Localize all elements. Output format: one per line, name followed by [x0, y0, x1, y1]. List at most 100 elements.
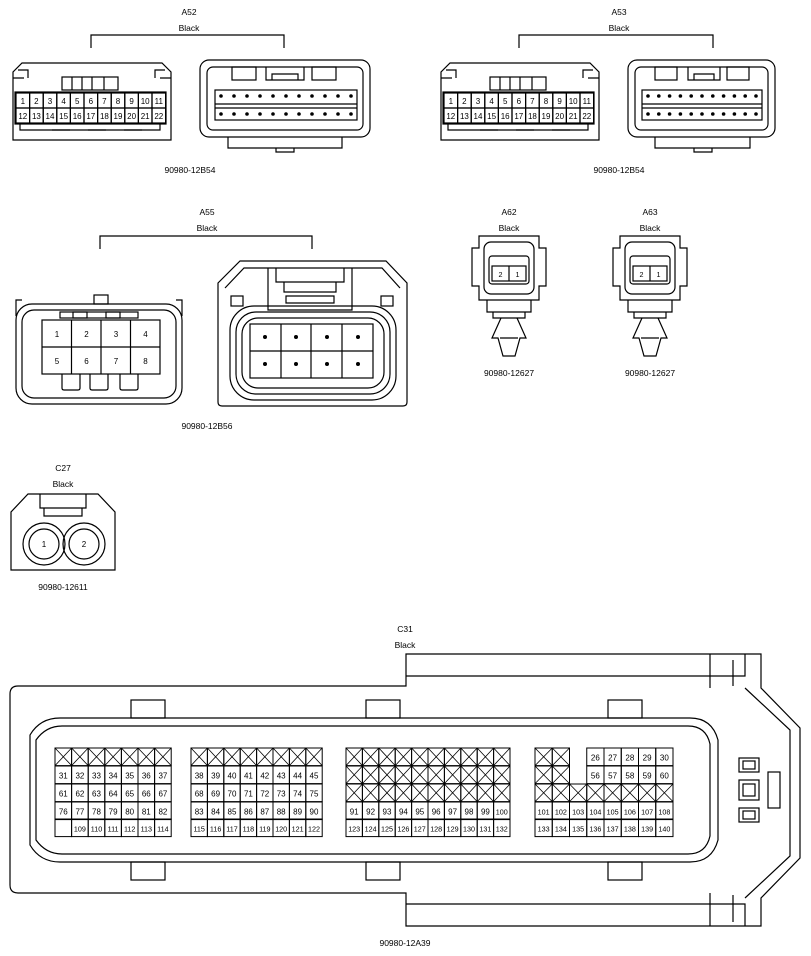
c31-pin-137: 137: [607, 824, 619, 833]
c31-pin-113: 113: [141, 824, 152, 833]
a55-id-label: A55: [199, 207, 214, 217]
a53-pin-14: 14: [474, 112, 483, 121]
a53-pin-7: 7: [530, 97, 535, 106]
a63-id-label: A63: [642, 207, 657, 217]
a55-pin-8: 8: [143, 357, 148, 366]
a53-pin-4: 4: [489, 97, 494, 106]
c31-pin-78: 78: [92, 807, 101, 816]
c31-pin-91: 91: [350, 807, 359, 816]
c31-pin-129: 129: [447, 824, 459, 833]
a52-pin-5: 5: [75, 97, 80, 106]
a53-color-label: Black: [609, 23, 631, 33]
a52-id-label: A52: [181, 7, 196, 17]
a52-pin-12: 12: [18, 112, 27, 121]
connector-a63: A63 Black 2 1 90980-12627: [612, 207, 688, 378]
a53-pin-11: 11: [583, 97, 592, 106]
c31-pin-138: 138: [624, 824, 636, 833]
c31-pin-132: 132: [496, 824, 508, 833]
a53-pin-10: 10: [569, 97, 578, 106]
a53-pin-16: 16: [501, 112, 510, 121]
a52-pin-4: 4: [61, 97, 66, 106]
c31-pin-73: 73: [277, 789, 286, 798]
c31-pin-61: 61: [59, 789, 68, 798]
a52-pin-2: 2: [34, 97, 39, 106]
c31-pin-92: 92: [366, 807, 375, 816]
c31-pin-86: 86: [244, 807, 253, 816]
c31-pin-120: 120: [275, 824, 287, 833]
c31-pin-79: 79: [109, 807, 118, 816]
c31-pin-105: 105: [607, 807, 619, 816]
c31-pin-112: 112: [124, 824, 135, 833]
c31-pin-118: 118: [243, 824, 254, 833]
c31-pin-26: 26: [591, 753, 600, 762]
c31-pin-119: 119: [259, 824, 270, 833]
a52-pin-6: 6: [89, 97, 94, 106]
a53-part-number: 90980-12B54: [593, 165, 644, 175]
c31-pin-116: 116: [210, 824, 221, 833]
a55-pin-5: 5: [55, 357, 60, 366]
c31-pin-37: 37: [158, 771, 167, 780]
a55-color-label: Black: [197, 223, 219, 233]
a53-pin-6: 6: [517, 97, 522, 106]
c31-pin-140: 140: [658, 824, 670, 833]
c31-pin-57: 57: [608, 771, 617, 780]
a52-bracket: [90, 34, 285, 48]
c31-pin-82: 82: [158, 807, 167, 816]
a53-pin-9: 9: [557, 97, 562, 106]
a52-pin-8: 8: [116, 97, 121, 106]
a55-bracket: [99, 235, 313, 249]
c31-pin-103: 103: [572, 807, 584, 816]
a52-pin-15: 15: [59, 112, 68, 121]
c31-pin-85: 85: [228, 807, 237, 816]
c31-pin-134: 134: [555, 824, 567, 833]
c31-pin-128: 128: [430, 824, 442, 833]
c31-pin-69: 69: [211, 789, 220, 798]
c27-pin-2: 2: [82, 540, 87, 549]
a53-pin-15: 15: [487, 112, 496, 121]
c31-pin-60: 60: [660, 771, 669, 780]
a52-pin-14: 14: [46, 112, 55, 121]
c31-pin-39: 39: [211, 771, 220, 780]
c31-pin-58: 58: [625, 771, 634, 780]
a52-pin-21: 21: [141, 112, 150, 121]
c31-pin-125: 125: [381, 824, 393, 833]
a53-pin-8: 8: [544, 97, 549, 106]
c31-pin-28: 28: [625, 753, 634, 762]
c31-pin-109: 109: [74, 824, 86, 833]
a53-male-view: [627, 59, 776, 153]
a52-pin-7: 7: [102, 97, 107, 106]
a55-pin-3: 3: [114, 330, 119, 339]
a62-color-label: Black: [499, 223, 521, 233]
c31-pin-62: 62: [75, 789, 84, 798]
c31-pin-43: 43: [277, 771, 286, 780]
c31-pin-30: 30: [660, 753, 669, 762]
a62-pin-2: 2: [499, 270, 503, 279]
a52-pin-13: 13: [32, 112, 41, 121]
c31-part-number: 90980-12A39: [379, 938, 430, 948]
c31-pin-27: 27: [608, 753, 617, 762]
c31-pin-115: 115: [193, 824, 204, 833]
c27-color-label: Black: [53, 479, 75, 489]
a53-pin-22: 22: [582, 112, 591, 121]
c31-pin-90: 90: [310, 807, 319, 816]
c27-id-label: C27: [55, 463, 71, 473]
a62-id-label: A62: [501, 207, 516, 217]
a52-pin-11: 11: [155, 97, 164, 106]
a52-part-number: 90980-12B54: [164, 165, 215, 175]
c31-pin-95: 95: [415, 807, 424, 816]
c31-pin-108: 108: [658, 807, 670, 816]
c31-pin-59: 59: [643, 771, 652, 780]
c31-pin-75: 75: [310, 789, 319, 798]
connector-a62: A62 Black 2 1 90980-12627: [471, 207, 547, 378]
c31-pin-40: 40: [228, 771, 237, 780]
c31-color-label: Black: [395, 640, 417, 650]
